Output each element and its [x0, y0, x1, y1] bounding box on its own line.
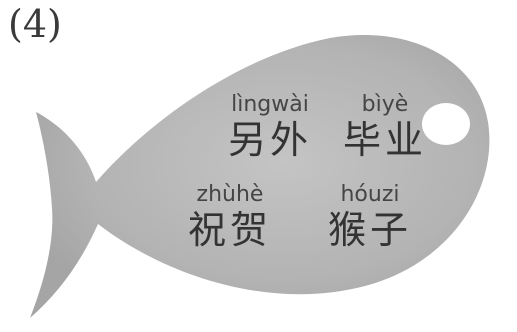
word-card-3: zhùhè 祝贺: [170, 182, 290, 252]
hanzi-label: 另外: [227, 118, 312, 162]
pinyin-label: bìyè: [361, 92, 409, 117]
fish-eye: [422, 103, 470, 145]
word-card-1: lìngwài 另外: [210, 92, 330, 162]
hanzi-label: 猴子: [327, 208, 412, 252]
pinyin-label: hóuzi: [340, 182, 400, 207]
word-card-2: bìyè 毕业: [330, 92, 440, 162]
word-card-4: hóuzi 猴子: [315, 182, 425, 252]
exercise-number: (4): [8, 2, 62, 46]
pinyin-label: lìngwài: [231, 92, 309, 117]
hanzi-label: 祝贺: [187, 208, 272, 252]
hanzi-label: 毕业: [342, 118, 427, 162]
fish-body: [30, 34, 490, 319]
pinyin-label: zhùhè: [196, 182, 264, 207]
